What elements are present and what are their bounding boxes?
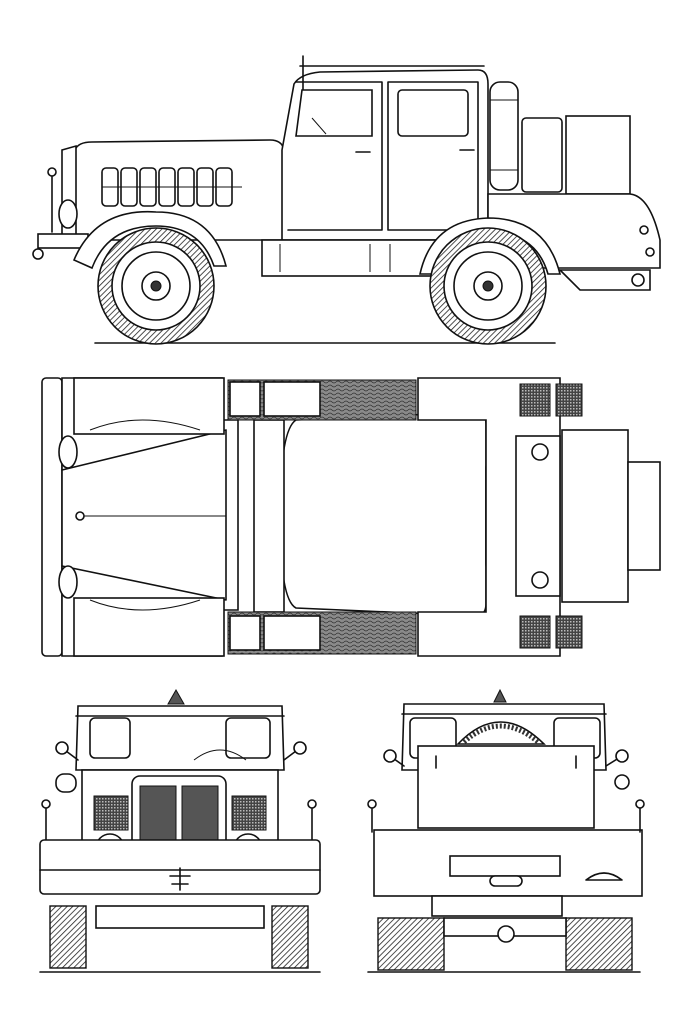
side-ballast-box xyxy=(565,115,631,195)
side-door-front xyxy=(287,81,383,231)
rear-wheel-left xyxy=(377,917,445,971)
top-bumper xyxy=(41,377,63,657)
top-cab-roof xyxy=(279,411,487,617)
top-hitch xyxy=(627,461,661,571)
front-axle xyxy=(95,905,265,929)
front-marker-light xyxy=(167,688,185,705)
top-headlight-left xyxy=(58,435,78,469)
rear-bumper xyxy=(431,895,563,917)
side-front-fender xyxy=(72,210,228,270)
top-view xyxy=(41,377,661,657)
top-windshield xyxy=(253,419,285,613)
top-fender-right xyxy=(73,597,225,657)
rear-marker-light xyxy=(493,688,507,703)
rear-ballast-box xyxy=(417,745,595,829)
rear-wheel-right xyxy=(565,917,633,971)
side-tool-box xyxy=(521,117,563,193)
side-front-wheel xyxy=(97,227,215,345)
top-ballast xyxy=(561,429,629,603)
rear-spare-tyre xyxy=(456,721,546,745)
top-vent-bl xyxy=(519,615,551,649)
side-headlight xyxy=(58,199,78,229)
rear-view xyxy=(367,688,645,973)
front-wheel-right xyxy=(271,905,309,969)
side-window-front xyxy=(295,89,373,137)
side-rear-wheel xyxy=(429,227,547,345)
front-bumper xyxy=(39,839,321,895)
rear-hitch xyxy=(449,855,561,877)
side-fuel-tank xyxy=(489,81,519,191)
top-fender-left xyxy=(73,377,225,435)
front-wheel-left xyxy=(49,905,87,969)
hood-vents xyxy=(101,167,242,207)
top-vent-tl xyxy=(519,383,551,417)
side-view xyxy=(32,55,661,345)
front-view xyxy=(39,688,321,973)
top-vent-tr xyxy=(555,383,583,417)
front-window-left xyxy=(89,717,131,759)
top-headlight-right xyxy=(58,565,78,599)
front-window-right xyxy=(225,717,271,759)
top-vent-br xyxy=(555,615,583,649)
side-window-rear xyxy=(397,89,469,137)
side-rear-hitch xyxy=(558,269,651,291)
